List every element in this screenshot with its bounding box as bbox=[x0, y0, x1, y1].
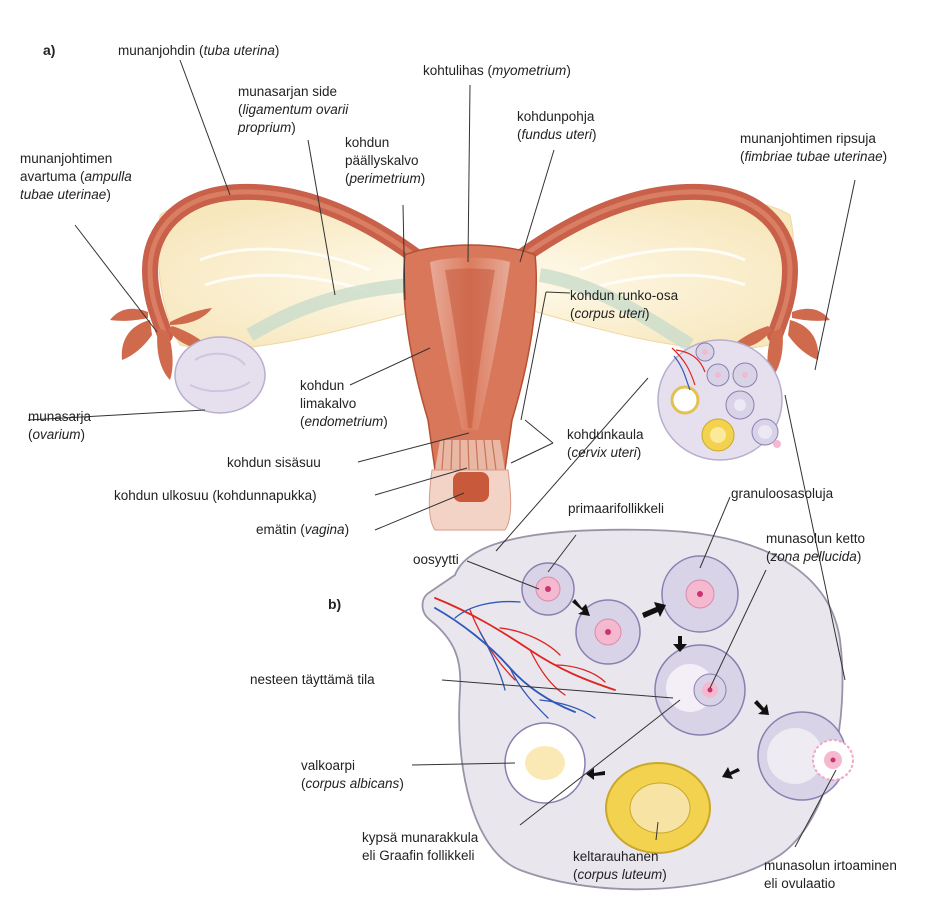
panel-label-a: a) bbox=[43, 42, 55, 58]
label-vagina: emätin (vagina) bbox=[256, 521, 349, 539]
label-internal-os: kohdun sisäsuu bbox=[227, 454, 321, 472]
ovary-left bbox=[175, 337, 265, 413]
label-corpus-albicans: valkoarpi (corpus albicans) bbox=[301, 757, 404, 793]
label-corpus-luteum: keltarauhanen (corpus luteum) bbox=[573, 848, 667, 884]
corpus-albicans bbox=[505, 723, 585, 803]
label-granulosa: granuloosasoluja bbox=[731, 485, 833, 503]
ovulated-oocyte bbox=[813, 740, 853, 780]
label-zona-pellucida: munasolun ketto (zona pellucida) bbox=[766, 530, 865, 566]
label-perimetrium: kohdun päällyskalvo (perimetrium) bbox=[345, 134, 425, 188]
label-fimbriae: munanjohtimen ripsuja (fimbriae tubae ut… bbox=[740, 130, 887, 166]
label-endometrium: kohdun limakalvo (endometrium) bbox=[300, 377, 388, 431]
follicle-graafian bbox=[655, 645, 745, 735]
label-graafian-follicle: kypsä munarakkula eli Graafin follikkeli bbox=[362, 829, 478, 865]
label-ovulation: munasolun irtoaminen eli ovulaatio bbox=[764, 857, 897, 893]
label-ovarium: munasarja (ovarium) bbox=[28, 408, 91, 444]
label-oocyte: oosyytti bbox=[413, 551, 459, 569]
label-ovarian-ligament: munasarjan side (ligamentum ovarii propr… bbox=[238, 83, 348, 137]
uterus bbox=[404, 245, 537, 530]
label-myometrium: kohtulihas (myometrium) bbox=[423, 62, 571, 80]
label-ampulla: munanjohtimen avartuma (ampulla tubae ut… bbox=[20, 150, 132, 204]
label-cervix: kohdunkaula (cervix uteri) bbox=[567, 426, 644, 462]
label-fundus: kohdunpohja (fundus uteri) bbox=[517, 108, 597, 144]
label-fallopian-tube: munanjohdin (tuba uterina) bbox=[118, 42, 279, 60]
follicle-primary bbox=[522, 563, 574, 615]
label-corpus-uteri: kohdun runko-osa (corpus uteri) bbox=[570, 287, 678, 323]
label-external-os: kohdun ulkosuu (kohdunnapukka) bbox=[114, 487, 317, 505]
corpus-luteum bbox=[606, 763, 710, 853]
label-antrum: nesteen täyttämä tila bbox=[250, 671, 375, 689]
label-primary-follicle: primaarifollikkeli bbox=[568, 500, 664, 518]
panel-label-b: b) bbox=[328, 596, 341, 612]
